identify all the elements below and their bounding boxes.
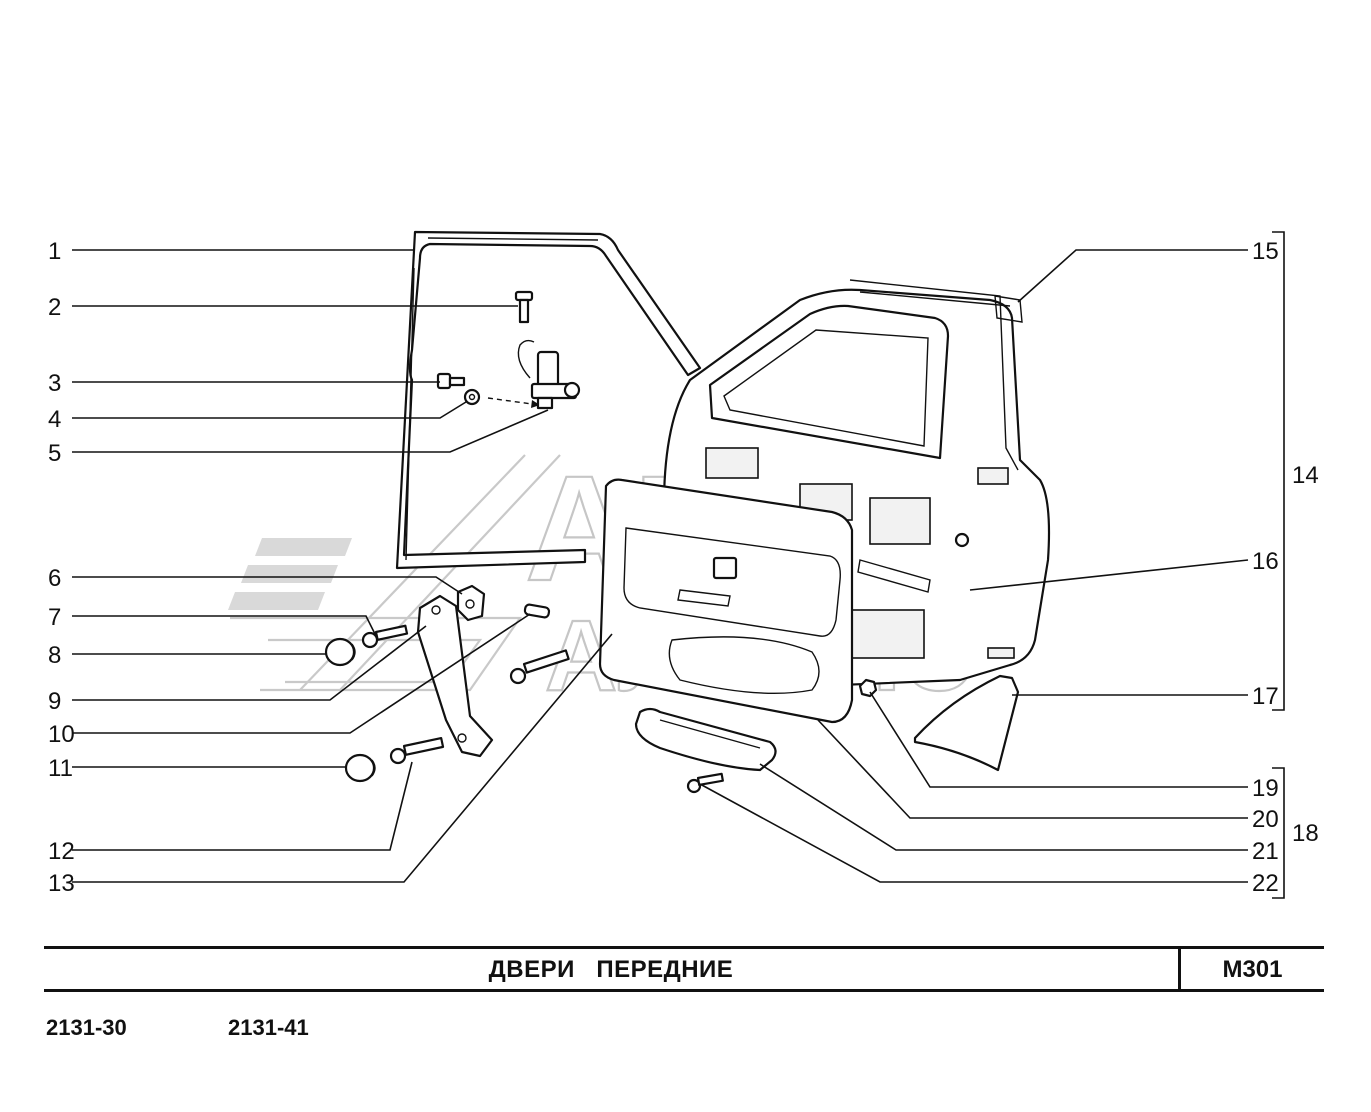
part-nut-19 <box>858 678 878 698</box>
part-guard-17 <box>913 674 1020 772</box>
callout-9: 9 <box>48 688 61 715</box>
callout-19: 19 <box>1252 775 1279 802</box>
callout-21: 21 <box>1252 838 1279 865</box>
group-bracket-18 <box>1272 767 1285 899</box>
assembly-arrow <box>487 397 533 405</box>
arrow-head <box>531 400 540 408</box>
callout-7: 7 <box>48 604 61 631</box>
part-bracket-6 <box>456 584 486 622</box>
group-label-18: 18 <box>1292 820 1319 847</box>
part-screw-13 <box>509 649 570 685</box>
part-door-seal-frame <box>395 230 702 570</box>
callout-3: 3 <box>48 370 61 397</box>
page-title: ДВЕРИ ПЕРЕДНИЕ <box>488 956 734 983</box>
callout-16: 16 <box>1252 548 1279 575</box>
catalog-code: М301 <box>1222 956 1283 983</box>
callout-1: 1 <box>48 238 61 265</box>
callout-15: 15 <box>1252 238 1279 265</box>
callout-22: 22 <box>1252 870 1279 897</box>
callout-10: 10 <box>48 721 75 748</box>
callout-20: 20 <box>1252 806 1279 833</box>
part-lock-5 <box>517 339 581 410</box>
part-screw-12 <box>389 736 445 765</box>
part-trim-panel-20 <box>598 478 854 724</box>
part-bolt-2 <box>514 290 534 324</box>
title-divider <box>1178 949 1181 989</box>
part-armrest-21 <box>634 707 777 772</box>
group-bracket-14 <box>1272 231 1285 711</box>
callout-12: 12 <box>48 838 75 865</box>
callout-11: 11 <box>48 755 73 782</box>
group-label-14: 14 <box>1292 462 1319 489</box>
leader-lines <box>72 249 1249 883</box>
title-block: ДВЕРИ ПЕРЕДНИЕ М301 <box>44 946 1324 992</box>
callout-6: 6 <box>48 565 61 592</box>
callout-5: 5 <box>48 440 61 467</box>
part-bolt-3 <box>436 372 466 390</box>
part-plug-8 <box>324 637 356 667</box>
model-code-2: 2131-41 <box>228 1015 309 1040</box>
part-plug-11 <box>344 753 376 783</box>
callout-13: 13 <box>48 870 75 897</box>
callout-17: 17 <box>1252 683 1279 710</box>
callout-numbers: 1 2 3 4 5 6 7 8 9 10 11 12 13 15 16 17 1… <box>48 238 1319 897</box>
part-washer-4 <box>463 388 481 406</box>
callout-4: 4 <box>48 406 61 433</box>
callout-2: 2 <box>48 294 61 321</box>
part-screw-22 <box>686 772 724 794</box>
part-screw-7 <box>361 624 409 649</box>
callout-8: 8 <box>48 642 61 669</box>
model-code-1: 2131-30 <box>46 1015 127 1040</box>
part-handle-9 <box>416 594 494 758</box>
part-pin-10 <box>523 603 551 619</box>
watermark-logo <box>228 454 561 692</box>
